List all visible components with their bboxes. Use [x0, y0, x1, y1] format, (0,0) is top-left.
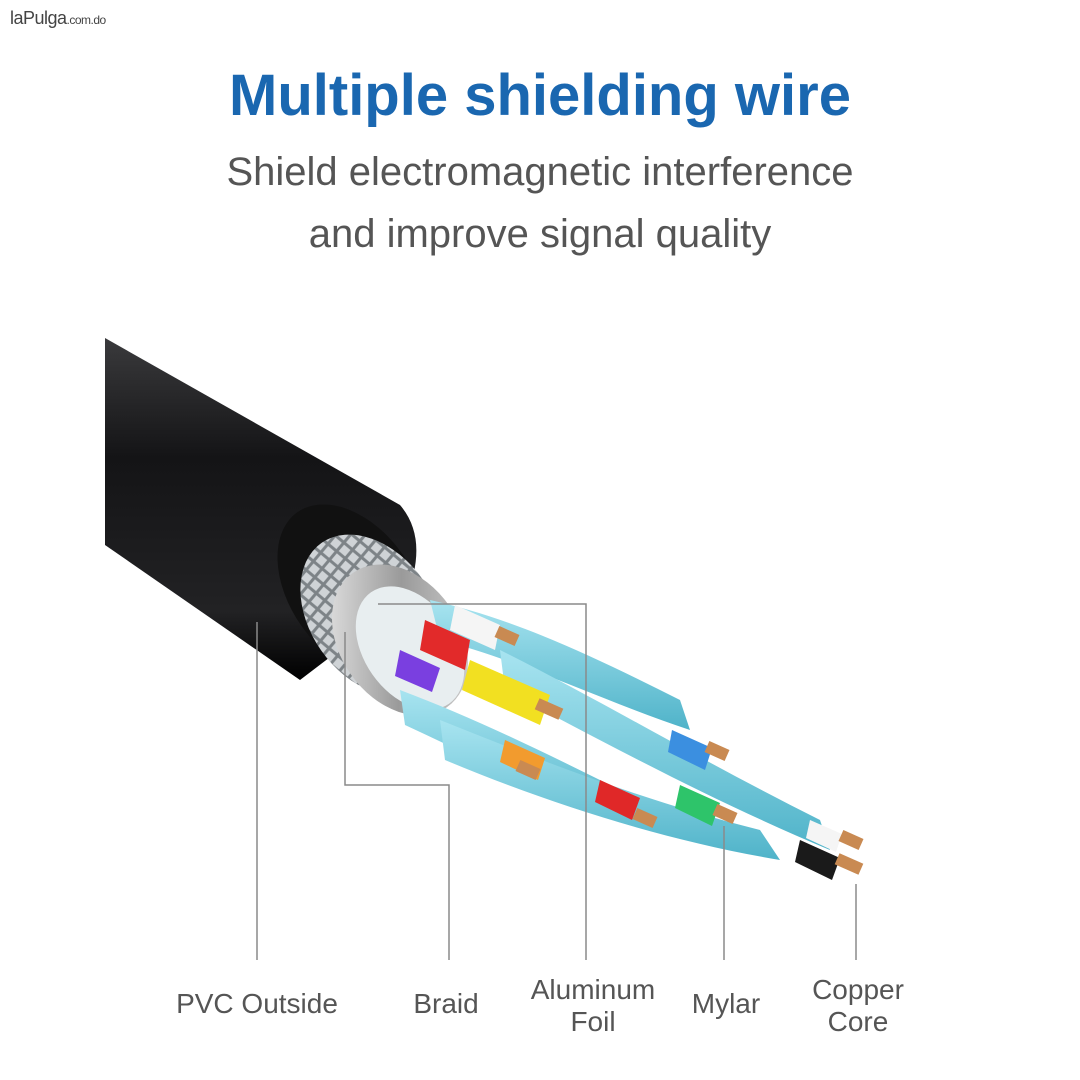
subtitle-line-2: and improve signal quality — [308, 212, 772, 256]
label-copper-core: Copper Core — [790, 974, 926, 1038]
colored-conductors — [395, 605, 842, 880]
page-title: Multiple shielding wire — [229, 63, 851, 128]
label-aluminum-line1: Aluminum — [530, 974, 656, 1005]
copper-core-tips — [494, 626, 864, 875]
leader-line-aluminum — [378, 603, 587, 960]
label-mylar: Mylar — [691, 988, 761, 1019]
leader-line-braid — [344, 632, 450, 960]
label-aluminum-foil: Aluminum Foil — [513, 974, 673, 1038]
label-copper-line2: Core — [827, 1006, 889, 1037]
watermark-domain: .com.do — [66, 13, 107, 27]
label-copper-line1: Copper — [812, 974, 904, 1005]
watermark-brand: laPulga — [10, 8, 67, 28]
label-pvc-outside: PVC Outside — [176, 988, 338, 1019]
label-braid: Braid — [413, 988, 479, 1019]
watermark-logo: laPulga.com.do — [10, 8, 106, 29]
label-aluminum-line2: Foil — [570, 1006, 616, 1037]
subtitle-line-1: Shield electromagnetic interference — [226, 150, 854, 194]
